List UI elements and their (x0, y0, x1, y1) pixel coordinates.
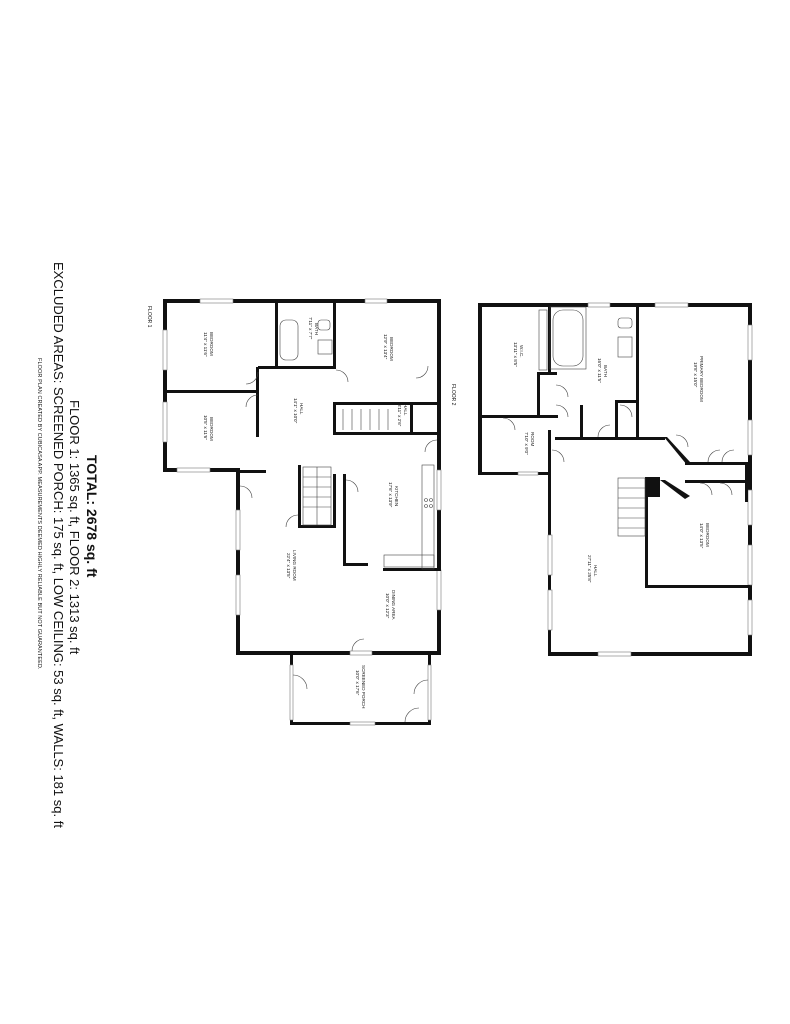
room-size: 16'0" x 11'5" (597, 358, 602, 383)
room-label: W.I.C. (519, 345, 524, 358)
room-label: BEDROOM (389, 337, 394, 361)
room-label: BATH (314, 323, 319, 335)
room-label: BEDROOM (209, 417, 214, 441)
room-size: 11'4" x 11'6" (203, 332, 208, 357)
room-size: 27'11" x 25'8" (587, 555, 592, 583)
room-size: 17'6" x 13'9" (388, 482, 393, 508)
room-size: 7'11" x 7'7" (308, 317, 313, 340)
screened-porch-plan (289, 655, 432, 726)
room-label: HALL (593, 565, 598, 577)
room-label: HALL (403, 404, 408, 416)
room-label: SCREENED PORCH (361, 665, 366, 708)
room-size: 12'9" x 13'4" (383, 334, 388, 360)
room-label: BATH (603, 365, 608, 377)
room-labels: BEDROOM 11'4" x 11'6" BEDROOM 10'5" x 11… (203, 317, 710, 708)
room-label: KITCHEN (394, 486, 399, 506)
room-size: 22'4" x 13'5" (286, 553, 291, 579)
room-size: 19'8" x 15'0" (693, 362, 698, 388)
room-size: 10'0" x 12'3" (385, 593, 390, 619)
floor2-plan (478, 302, 753, 657)
room-size: 14'0" x 13'5" (699, 523, 704, 549)
room-size: 10'0" x 17'6" (355, 670, 360, 696)
room-label: BEDROOM (705, 523, 710, 547)
room-label: BEDROOM (209, 332, 214, 356)
room-label: PRIMARY BEDROOM (699, 356, 704, 402)
room-size: 3'11" x 2'6" (397, 404, 402, 427)
room-size: 13'11" x 8'5" (513, 342, 518, 367)
room-label: ROOM (530, 432, 535, 446)
room-size: 10'5" x 11'6" (203, 415, 208, 440)
room-size: 14'1" x 10'0" (293, 398, 298, 424)
room-label: HALL (299, 403, 304, 415)
room-label: LIVING ROOM (292, 550, 297, 581)
floor1-plan (162, 298, 442, 656)
room-label: DINING AREA (391, 590, 396, 621)
room-size: 7'10" x 9'0" (524, 432, 529, 455)
